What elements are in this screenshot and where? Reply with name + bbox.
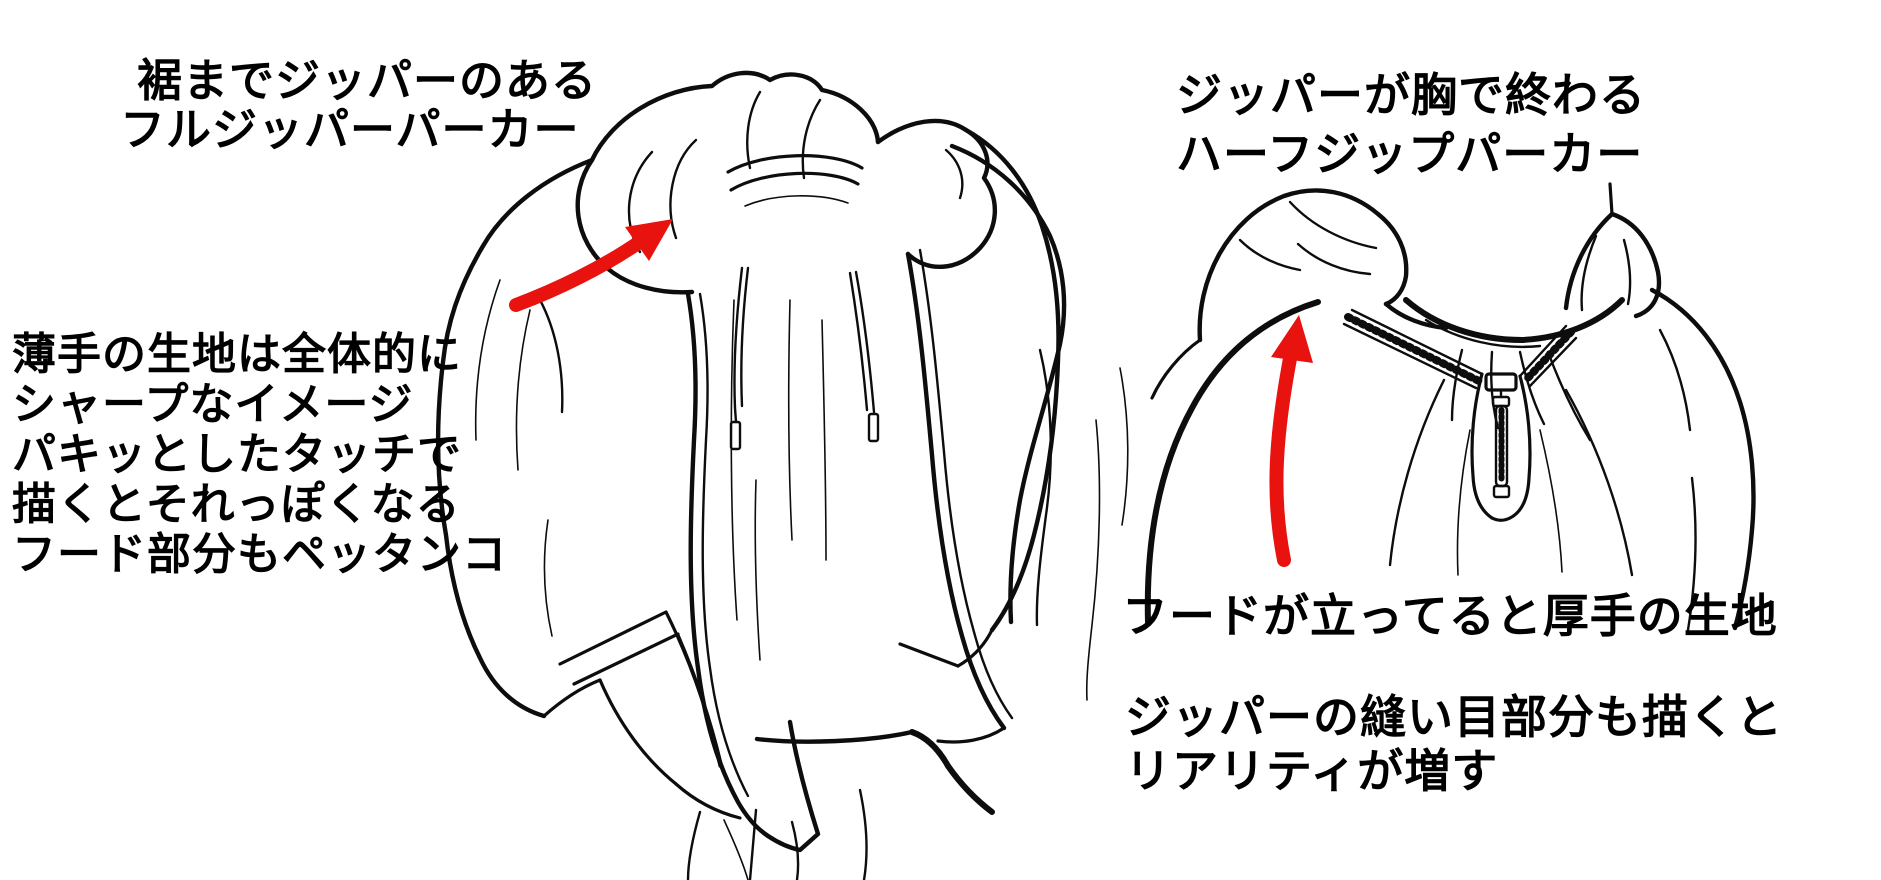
hood-group [575,70,997,295]
annotation-arrows [509,219,1313,567]
trousers-lines [686,788,868,880]
thin-fabric-line2: シャープなイメージ [12,380,414,429]
half-zip-title-line2: ハーフジップパーカー [1176,128,1644,180]
half-zip-title: ジッパーが胸で終わる ハーフジップパーカー [1176,66,1646,184]
half-zipper-group [1342,308,1578,522]
full-zip-title-line2: フルジッパーパーカー [120,104,580,155]
drawstrings [729,266,880,451]
arrow-to-flat-hood [509,234,648,312]
thin-fabric-line5: フード部分もペッタンコ [12,530,507,579]
full-zip-title-line1: 裾までジッパーのある [137,55,598,106]
thin-fabric-note: 薄手の生地は全体的に シャープなイメージ パキッとしたタッチで 描くとそれっぽく… [12,330,507,580]
collar-group [1403,182,1662,442]
zipper-seam-line1: ジッパーの縫い目部分も描くと [1125,691,1783,743]
right-shoulder [1649,287,1756,632]
half-zip-hoodie-drawing [949,143,1756,701]
chest-folds [1388,378,1634,577]
pocket-group [542,610,742,820]
left-shoulder [949,143,1321,701]
arrow-to-flat-hood-head [625,219,673,261]
thin-fabric-line1: 薄手の生地は全体的に [12,330,462,379]
zipper-seam-note: ジッパーの縫い目部分も描くと リアリティが増す [1125,690,1783,798]
full-zip-title: 裾までジッパーのある フルジッパーパーカー [120,55,598,154]
half-zip-title-line1: ジッパーが胸で終わる [1176,69,1646,121]
tshirt-neckline [726,154,864,207]
full-zip-hoodie-drawing [435,70,1061,880]
thin-fabric-line3: パキッとしたタッチで [12,430,462,479]
thick-fabric-note: フードが立ってると厚手の生地 [1122,590,1778,642]
thin-fabric-line4: 描くとそれっぽくなる [12,480,461,529]
zipper-seam-line2: リアリティが増す [1125,745,1499,797]
hoodie-body [435,127,1061,853]
arrow-to-standing-hood [1269,341,1299,567]
thick-fabric-line1: フードが立ってると厚手の生地 [1122,590,1778,642]
arrow-to-standing-hood-head [1271,315,1313,363]
standing-hood [1150,188,1449,400]
